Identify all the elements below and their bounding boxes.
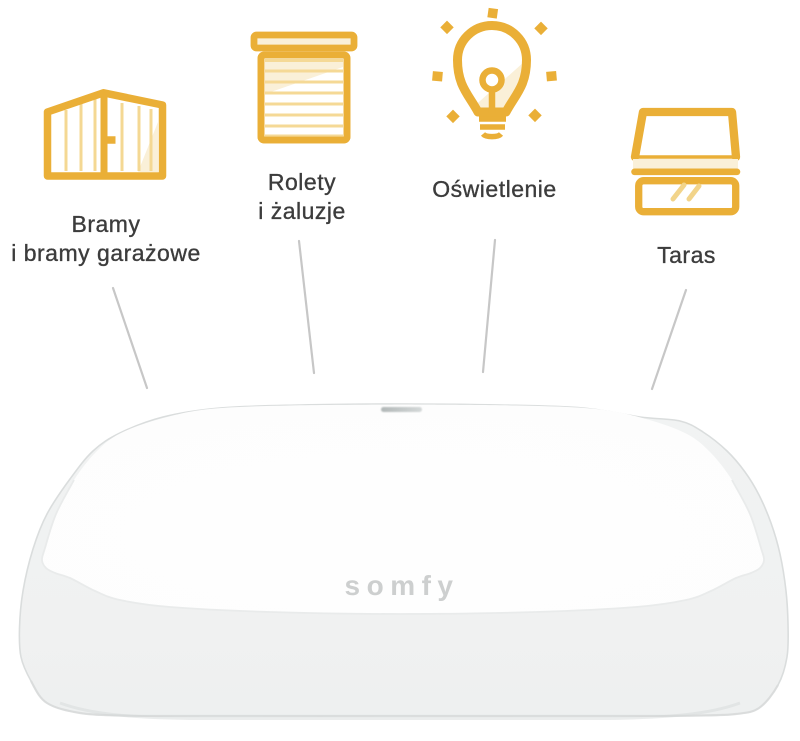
svg-text:somfy: somfy: [345, 570, 460, 601]
